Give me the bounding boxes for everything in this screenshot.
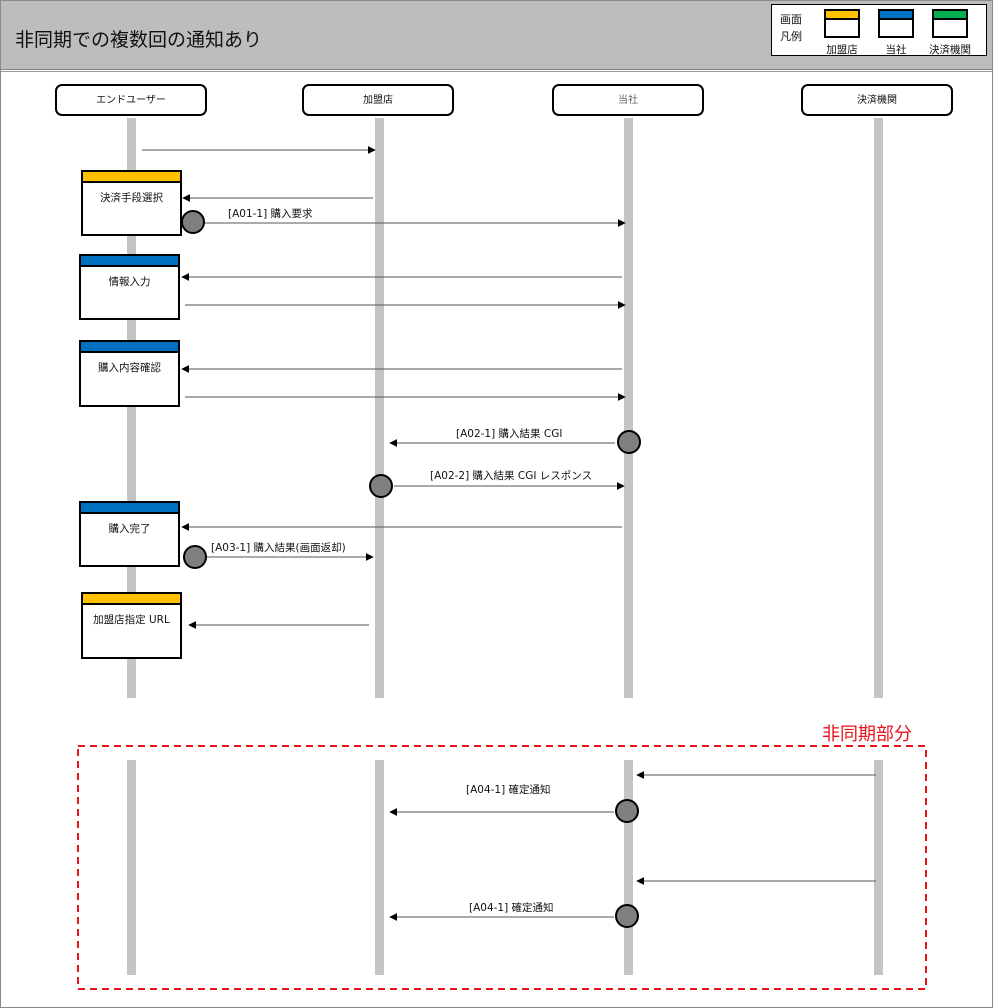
screen-owner-bar [83, 172, 180, 183]
lifeline-company-async [624, 760, 633, 975]
actor-payment-institution: 決済機関 [801, 84, 953, 116]
legend-label: 画面凡例 [780, 13, 802, 43]
actor-company: 当社 [552, 84, 704, 116]
actor-merchant: 加盟店 [302, 84, 454, 116]
screen-purchase-confirm: 購入内容確認 [79, 340, 180, 407]
screen-title: 購入内容確認 [98, 362, 161, 374]
screen-legend: 画面凡例 加盟店 当社 決済機関 [771, 4, 987, 56]
page-title: 非同期での複数回の通知あり [15, 29, 263, 51]
lifeline-merchant-async [375, 760, 384, 975]
legend-item-company: 当社 [878, 9, 930, 56]
lifeline-merchant [375, 118, 384, 698]
message-origin-a02-2 [369, 474, 393, 498]
legend-swatch-bar [880, 11, 912, 20]
legend-item-label: 加盟店 [826, 44, 858, 56]
screen-title: 決済手段選択 [100, 192, 163, 204]
message-origin-a03-1 [183, 545, 207, 569]
message-origin-a04-1 [615, 799, 639, 823]
legend-swatch [878, 9, 914, 38]
message-label-a04-1: [A04-1] 確定通知 [469, 902, 554, 914]
screen-info-input: 情報入力 [79, 254, 180, 320]
screen-owner-bar [83, 594, 180, 605]
lifeline-payment-institution [874, 118, 883, 698]
legend-swatch [932, 9, 968, 38]
message-origin-a04-1 [615, 904, 639, 928]
legend-swatch-bar [934, 11, 966, 20]
screen-title: 購入完了 [108, 523, 151, 535]
screen-purchase-complete: 購入完了 [79, 501, 180, 567]
message-label-a01-1: [A01-1] 購入要求 [228, 208, 313, 220]
lifeline-payment-institution-async [874, 760, 883, 975]
async-section-label: 非同期部分 [822, 724, 912, 745]
screen-merchant-url: 加盟店指定 URL [81, 592, 182, 659]
legend-item-label: 当社 [885, 44, 907, 56]
lifeline-company [624, 118, 633, 698]
message-origin-a01-1 [181, 210, 205, 234]
async-section-box [77, 745, 927, 990]
actor-end-user: エンドユーザー [55, 84, 207, 116]
message-label-a02-2: [A02-2] 購入結果 CGI レスポンス [430, 470, 593, 482]
screen-owner-bar [81, 342, 178, 353]
legend-item-label: 決済機関 [929, 44, 971, 56]
header-divider [1, 71, 992, 72]
lifeline-end-user-async [127, 760, 136, 975]
legend-swatch [824, 9, 860, 38]
legend-item-merchant: 加盟店 [824, 9, 876, 56]
message-label-a03-1: [A03-1] 購入結果(画面返却) [211, 542, 346, 554]
legend-swatch-bar [826, 11, 858, 20]
screen-payment-method-select: 決済手段選択 [81, 170, 182, 236]
legend-item-payment-institution: 決済機関 [929, 9, 984, 56]
screen-title: 加盟店指定 URL [93, 614, 170, 626]
message-label-a02-1: [A02-1] 購入結果 CGI [456, 428, 563, 440]
screen-owner-bar [81, 256, 178, 267]
lifeline-end-user [127, 118, 136, 698]
message-label-a04-1: [A04-1] 確定通知 [466, 784, 551, 796]
message-origin-a02-1 [617, 430, 641, 454]
screen-owner-bar [81, 503, 178, 514]
screen-title: 情報入力 [108, 276, 151, 288]
